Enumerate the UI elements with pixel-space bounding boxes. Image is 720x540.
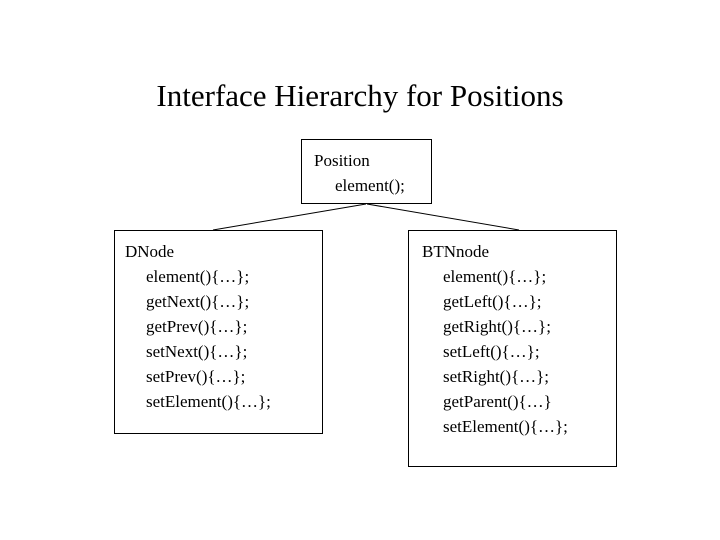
interface-box-position: Position element(); <box>301 139 432 204</box>
interface-name-dnode: DNode <box>125 242 175 261</box>
page-title: Interface Hierarchy for Positions <box>156 78 564 113</box>
member-item: setLeft(){…}; <box>443 342 540 361</box>
member-item: element(){…}; <box>443 267 547 286</box>
member-item: getParent(){…} <box>443 392 552 411</box>
interface-box-dnode: DNode element(){…}; getNext(){…}; getPre… <box>114 230 323 434</box>
member-item: element(){…}; <box>146 267 250 286</box>
interface-name-position: Position <box>314 151 370 170</box>
member-item: setNext(){…}; <box>146 342 248 361</box>
member-item: setRight(){…}; <box>443 367 550 386</box>
member-item: setElement(){…}; <box>146 392 271 411</box>
member-item: setElement(){…}; <box>443 417 568 436</box>
member-item: getPrev(){…}; <box>146 317 248 336</box>
interface-name-btnnode: BTNnode <box>422 242 490 261</box>
member-list-dnode: element(){…}; getNext(){…}; getPrev(){…}… <box>125 264 322 414</box>
member-item: getRight(){…}; <box>443 317 551 336</box>
interface-box-btnnode: BTNnode element(){…}; getLeft(){…}; getR… <box>408 230 617 467</box>
connector-line-right <box>366 203 520 231</box>
member-item: getNext(){…}; <box>146 292 250 311</box>
member-item: setPrev(){…}; <box>146 367 246 386</box>
member-list-position: element(); <box>311 173 431 198</box>
member-item: getLeft(){…}; <box>443 292 542 311</box>
member-item: element(); <box>335 176 405 195</box>
member-list-btnnode: element(){…}; getLeft(){…}; getRight(){…… <box>419 264 616 439</box>
connector-line-left <box>212 203 367 231</box>
